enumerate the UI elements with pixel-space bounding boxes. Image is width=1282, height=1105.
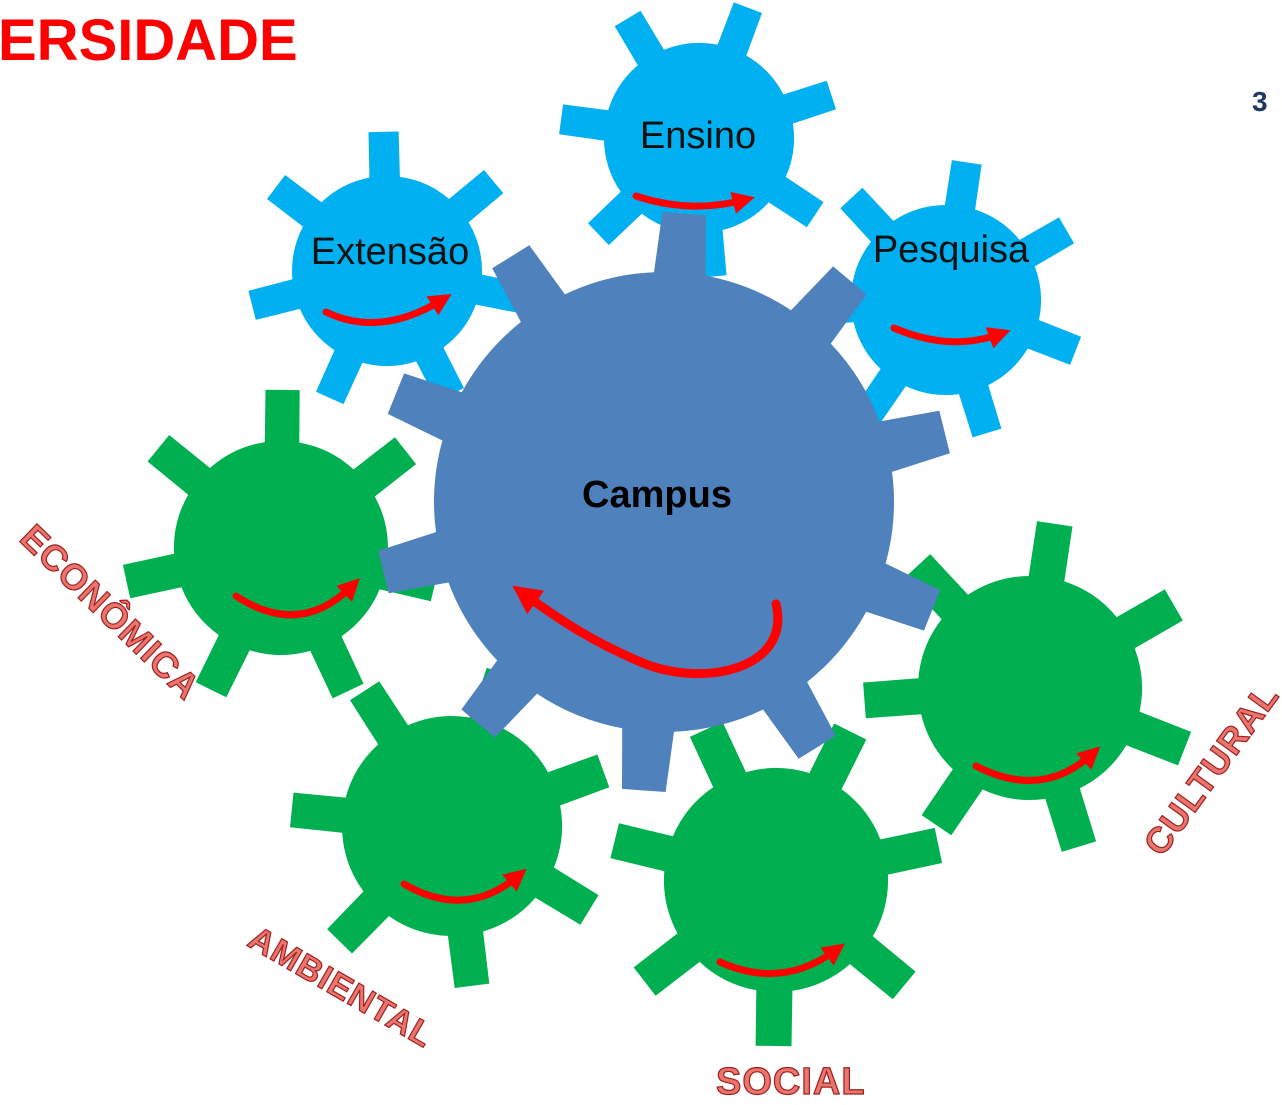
- ambiental-arrow: [400, 868, 527, 904]
- campus-gear-shape: [378, 212, 950, 792]
- ensino-label: Ensino: [640, 115, 756, 157]
- campus-arrow: [512, 585, 783, 679]
- cultural-gear: [863, 521, 1192, 852]
- social-gear: [610, 721, 943, 1047]
- campus-gear: [378, 212, 950, 792]
- ensino-gear: [559, 2, 836, 279]
- social-gear-shape: [610, 721, 943, 1047]
- economica-gear-shape: [122, 389, 439, 699]
- pesquisa-label: Pesquisa: [873, 229, 1030, 271]
- page-title: ERSIDADE: [0, 8, 298, 73]
- economica-gear: [122, 389, 439, 699]
- page-number: 3: [1252, 86, 1268, 117]
- ambiental-gear-shape: [290, 667, 610, 988]
- pesquisa-gear: [806, 160, 1082, 438]
- social-arrow: [716, 943, 846, 978]
- rotation-arrows: [232, 191, 1101, 978]
- ensino-arrow: [632, 191, 755, 214]
- extensao-arrow: [322, 294, 452, 327]
- pesquisa-gear-shape: [806, 160, 1082, 438]
- cultural-gear-shape: [863, 521, 1192, 852]
- campus-label: Campus: [582, 474, 732, 516]
- cultural-arrow: [972, 746, 1101, 784]
- social-label: SOCIAL: [716, 1061, 866, 1103]
- ensino-gear-shape: [559, 2, 836, 279]
- extensao-gear: [248, 131, 527, 405]
- extensao-label: Extensão: [311, 231, 469, 273]
- cultural-label: CULTURAL: [1135, 676, 1282, 863]
- economica-arrow: [232, 578, 360, 619]
- extensao-gear-shape: [248, 131, 527, 405]
- ambiental-gear: [290, 667, 610, 988]
- pesquisa-arrow: [890, 324, 1011, 349]
